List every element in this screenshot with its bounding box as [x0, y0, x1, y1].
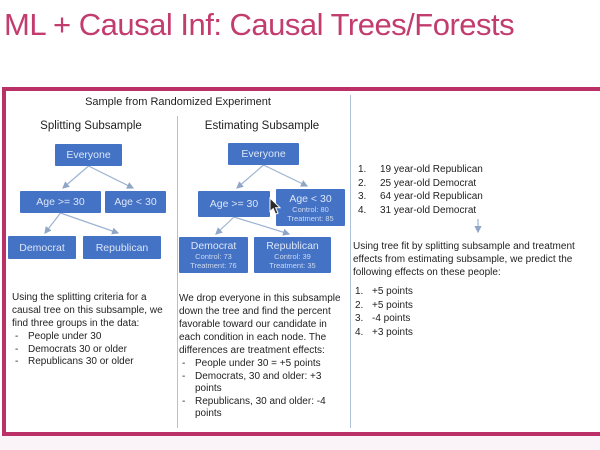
node-label: Democrat — [190, 240, 237, 252]
list-item: People under 30 = +5 points — [179, 358, 347, 371]
item-text: 19 year-old Republican — [380, 164, 483, 175]
splitting-explanation: Using the splitting criteria for a causa… — [12, 291, 177, 369]
item-text: +5 points — [372, 286, 413, 297]
item-text: -4 points — [372, 313, 411, 324]
item-number: 1. — [358, 164, 367, 175]
node-control-value: Control: 73 — [195, 252, 232, 261]
list-item-text: People under 30 — [28, 331, 102, 342]
node-control-value: Control: 39 — [274, 252, 311, 261]
split-tree-node-democrat: Democrat — [8, 236, 76, 259]
node-label: Age < 30 — [289, 192, 332, 205]
list-item: 3. -4 points — [355, 312, 555, 326]
list-item: Republicans, 30 and older: -4 points — [179, 396, 347, 421]
item-number: 2. — [358, 177, 367, 189]
page-title: ML + Causal Inf: Causal Trees/Forests — [4, 7, 515, 42]
item-number: 4. — [358, 204, 367, 216]
item-text: +5 points — [372, 299, 413, 311]
item-number: 3. — [358, 191, 367, 202]
item-text: 64 year-old Republican — [380, 191, 483, 202]
split-tree-node-everyone: Everyone — [55, 144, 122, 166]
item-number: 2. — [355, 299, 364, 311]
treatment-effects-list: People under 30 = +5 points Democrats, 3… — [179, 358, 347, 421]
list-item-text: Republicans 30 or older — [28, 356, 134, 367]
item-number: 3. — [355, 313, 364, 324]
estimating-explanation-text: We drop everyone in this subsample down … — [179, 293, 341, 356]
list-item: 1. 19 year-old Republican — [358, 163, 588, 177]
splitting-subsample-heading: Splitting Subsample — [40, 120, 142, 132]
node-treatment-value: Treatment: 85 — [287, 213, 334, 223]
node-treatment-value: Treatment: 35 — [269, 261, 316, 270]
list-item: 2. 25 year-old Democrat — [358, 177, 588, 191]
splitting-groups-list: People under 30 Democrats 30 or older Re… — [12, 331, 177, 369]
estimating-subsample-heading: Estimating Subsample — [204, 120, 320, 132]
item-number: 1. — [355, 286, 364, 297]
column-divider-right — [350, 95, 351, 428]
split-tree-node-age-ge-30: Age >= 30 — [20, 191, 101, 213]
list-item: Republicans 30 or older — [12, 356, 177, 369]
mouse-cursor-icon — [269, 197, 281, 215]
item-text: 25 year-old Democrat — [380, 177, 477, 189]
list-item-text: People under 30 = +5 points — [195, 358, 321, 369]
prediction-explanation-text: Using tree fit by splitting subsample an… — [353, 241, 575, 278]
prediction-explanation: Using tree fit by splitting subsample an… — [353, 240, 600, 279]
list-item: 4. +3 points — [355, 326, 555, 340]
split-tree-node-republican: Republican — [83, 236, 161, 259]
splitting-explanation-text: Using the splitting criteria for a causa… — [12, 292, 163, 329]
item-text: 31 year-old Democrat — [380, 204, 477, 216]
sample-header: Sample from Randomized Experiment — [85, 96, 271, 108]
node-label: Republican — [266, 240, 319, 252]
est-tree-node-everyone: Everyone — [228, 143, 299, 165]
list-item: 2. +5 points — [355, 299, 555, 313]
list-item-text: Republicans, 30 and older: -4 points — [195, 395, 326, 420]
list-item: 4. 31 year-old Democrat — [358, 204, 588, 218]
node-treatment-value: Treatment: 76 — [190, 261, 237, 270]
slide-content-box: Sample from Randomized Experiment Splitt… — [2, 87, 600, 436]
estimating-explanation: We drop everyone in this subsample down … — [179, 292, 347, 421]
list-item-text: Democrats 30 or older — [28, 343, 127, 355]
bottom-strip — [0, 436, 600, 450]
node-control-value: Control: 80 — [292, 204, 329, 214]
est-tree-node-age-ge-30: Age >= 30 — [198, 191, 270, 217]
list-item-text: Democrats, 30 and older: +3 points — [195, 370, 322, 395]
list-item: 1. +5 points — [355, 285, 555, 299]
item-number: 4. — [355, 326, 364, 338]
predicted-effects-list: 1. +5 points 2. +5 points 3. -4 points 4. +3… — [355, 285, 555, 339]
tree-connector-lines — [44, 164, 482, 236]
people-list: 1. 19 year-old Republican 2. 25 year-old D… — [358, 163, 588, 217]
item-text: +3 points — [372, 326, 413, 338]
column-divider-left — [177, 116, 178, 428]
est-tree-node-republican: Republican Control: 39 Treatment: 35 — [254, 237, 331, 273]
list-item: Democrats, 30 and older: +3 points — [179, 371, 347, 396]
est-tree-node-age-lt-30: Age < 30 Control: 80 Treatment: 85 — [276, 189, 345, 226]
list-item: Democrats 30 or older — [12, 344, 177, 357]
list-item: 3. 64 year-old Republican — [358, 190, 588, 204]
split-tree-node-age-lt-30: Age < 30 — [105, 191, 166, 213]
list-item: People under 30 — [12, 331, 177, 344]
est-tree-node-democrat: Democrat Control: 73 Treatment: 76 — [179, 237, 248, 273]
